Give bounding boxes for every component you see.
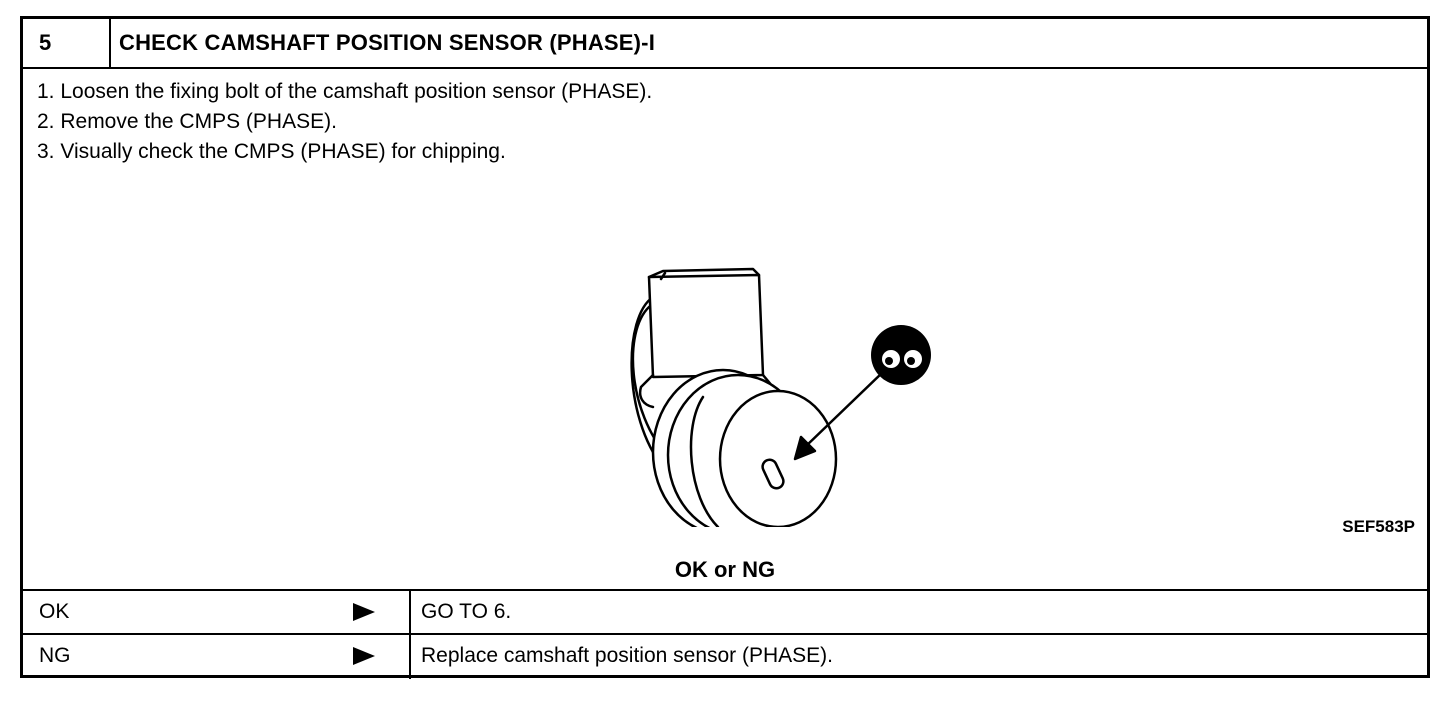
- step-title: CHECK CAMSHAFT POSITION SENSOR (PHASE)-I: [119, 30, 656, 55]
- figure-code: SEF583P: [1342, 517, 1415, 536]
- instruction-item: 1. Loosen the fixing bolt of the camshaf…: [37, 80, 653, 103]
- step-body: 1. Loosen the fixing bolt of the camshaf…: [23, 69, 1427, 591]
- instruction-item: 2. Remove the CMPS (PHASE).: [37, 110, 337, 133]
- result-action: Replace camshaft position sensor (PHASE)…: [421, 644, 834, 667]
- sensor-face: [718, 389, 838, 527]
- result-action: GO TO 6.: [421, 600, 512, 623]
- result-key: OK: [23, 591, 411, 633]
- inspect-arrow: [803, 370, 885, 449]
- result-row-ok: OK GO TO 6.: [23, 591, 1427, 635]
- result-prompt: OK or NG: [674, 557, 776, 582]
- result-key-label: NG: [39, 644, 71, 667]
- instruction-list: 1. Loosen the fixing bolt of the camshaf…: [37, 77, 652, 167]
- result-row-ng: NG Replace camshaft position sensor (PHA…: [23, 635, 1427, 679]
- step-number: 5: [23, 19, 111, 67]
- result-key: NG: [23, 635, 411, 679]
- sensor-tip: [761, 458, 785, 490]
- right-arrow-icon: [353, 603, 375, 621]
- instruction-item: 3. Visually check the CMPS (PHASE) for c…: [37, 140, 506, 163]
- sensor-connector: [647, 273, 765, 379]
- right-arrow-icon: [353, 647, 375, 665]
- step-header: 5 CHECK CAMSHAFT POSITION SENSOR (PHASE)…: [23, 19, 1427, 69]
- inspect-eyes-icon: [871, 325, 931, 385]
- camshaft-sensor-illustration: [630, 267, 931, 527]
- diagnostic-procedure-table: 5 CHECK CAMSHAFT POSITION SENSOR (PHASE)…: [20, 16, 1430, 679]
- result-key-label: OK: [39, 600, 70, 623]
